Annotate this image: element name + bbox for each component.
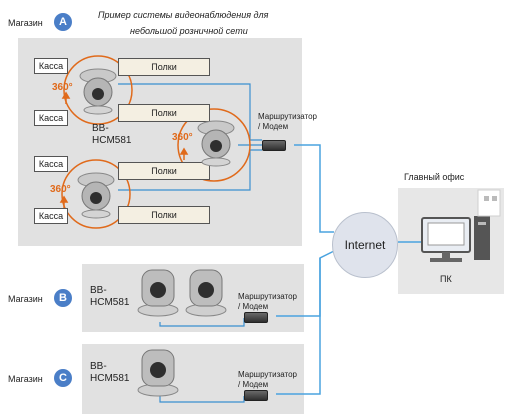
store-a-label: Магазин — [8, 18, 43, 28]
camera-icon-a1 — [79, 68, 117, 115]
kassa-box-1: Касса — [34, 58, 68, 74]
pc-icon — [421, 216, 490, 262]
angle-label-3: 360° — [50, 184, 71, 195]
store-b-router-icon — [244, 312, 268, 323]
shelf-box-1: Полки — [118, 58, 210, 76]
angle-label-1: 360° — [52, 82, 73, 93]
store-c-model-line2: HCM581 — [90, 373, 130, 384]
camera-icon-b1 — [137, 269, 179, 317]
store-b-router-line1: Маршрутизатор — [238, 292, 297, 301]
store-b-router-line2: / Модем — [238, 302, 269, 311]
store-b-model-line1: BB- — [90, 285, 107, 296]
store-b-model-line2: HCM581 — [90, 297, 130, 308]
store-c-model-line1: BB- — [90, 361, 107, 372]
store-a-model-line2: HCM581 — [92, 135, 132, 146]
diagram-title-line1: Пример системы видеонаблюдения для — [98, 10, 269, 20]
link-store-a — [294, 144, 334, 233]
store-b-label: Магазин — [8, 294, 43, 304]
coverage-circle-3 — [61, 159, 131, 229]
pc-label: ПК — [440, 274, 452, 284]
camera-icon-a3 — [77, 172, 115, 219]
store-c-router-line2: / Модем — [238, 380, 269, 389]
link-store-c — [276, 258, 321, 395]
shelf-box-3: Полки — [118, 162, 210, 180]
internet-cloud: Internet — [332, 212, 398, 278]
kassa-box-3: Касса — [34, 156, 68, 172]
kassa-box-4: Касса — [34, 208, 68, 224]
wire-a-cam3 — [118, 149, 262, 191]
wire-a-cam1 — [118, 83, 262, 141]
diagram-title-line2: небольшой розничной сети — [130, 26, 248, 36]
store-a-router-line2: / Модем — [258, 122, 289, 131]
coverage-circle-1 — [63, 55, 133, 125]
kassa-box-2: Касса — [34, 110, 68, 126]
shelf-box-4: Полки — [118, 206, 210, 224]
building-icon — [477, 189, 501, 217]
store-a-badge: A — [54, 13, 72, 31]
store-a-router-icon — [262, 140, 286, 151]
shelf-box-2: Полки — [118, 104, 210, 122]
head-office-label: Главный офис — [404, 172, 465, 182]
angle-label-2: 360° — [172, 132, 193, 143]
store-c-router-line1: Маршрутизатор — [238, 370, 297, 379]
camera-icon-c1 — [137, 349, 179, 397]
store-b-badge: B — [54, 289, 72, 307]
store-c-label: Магазин — [8, 374, 43, 384]
store-a-router-line1: Маршрутизатор — [258, 112, 317, 121]
store-c-badge: C — [54, 369, 72, 387]
camera-icon-b2 — [185, 269, 227, 317]
store-a-model-line1: BB- — [92, 123, 109, 134]
coverage-circle-2 — [177, 108, 251, 182]
store-c-router-icon — [244, 390, 268, 401]
camera-icon-a2 — [197, 120, 235, 167]
